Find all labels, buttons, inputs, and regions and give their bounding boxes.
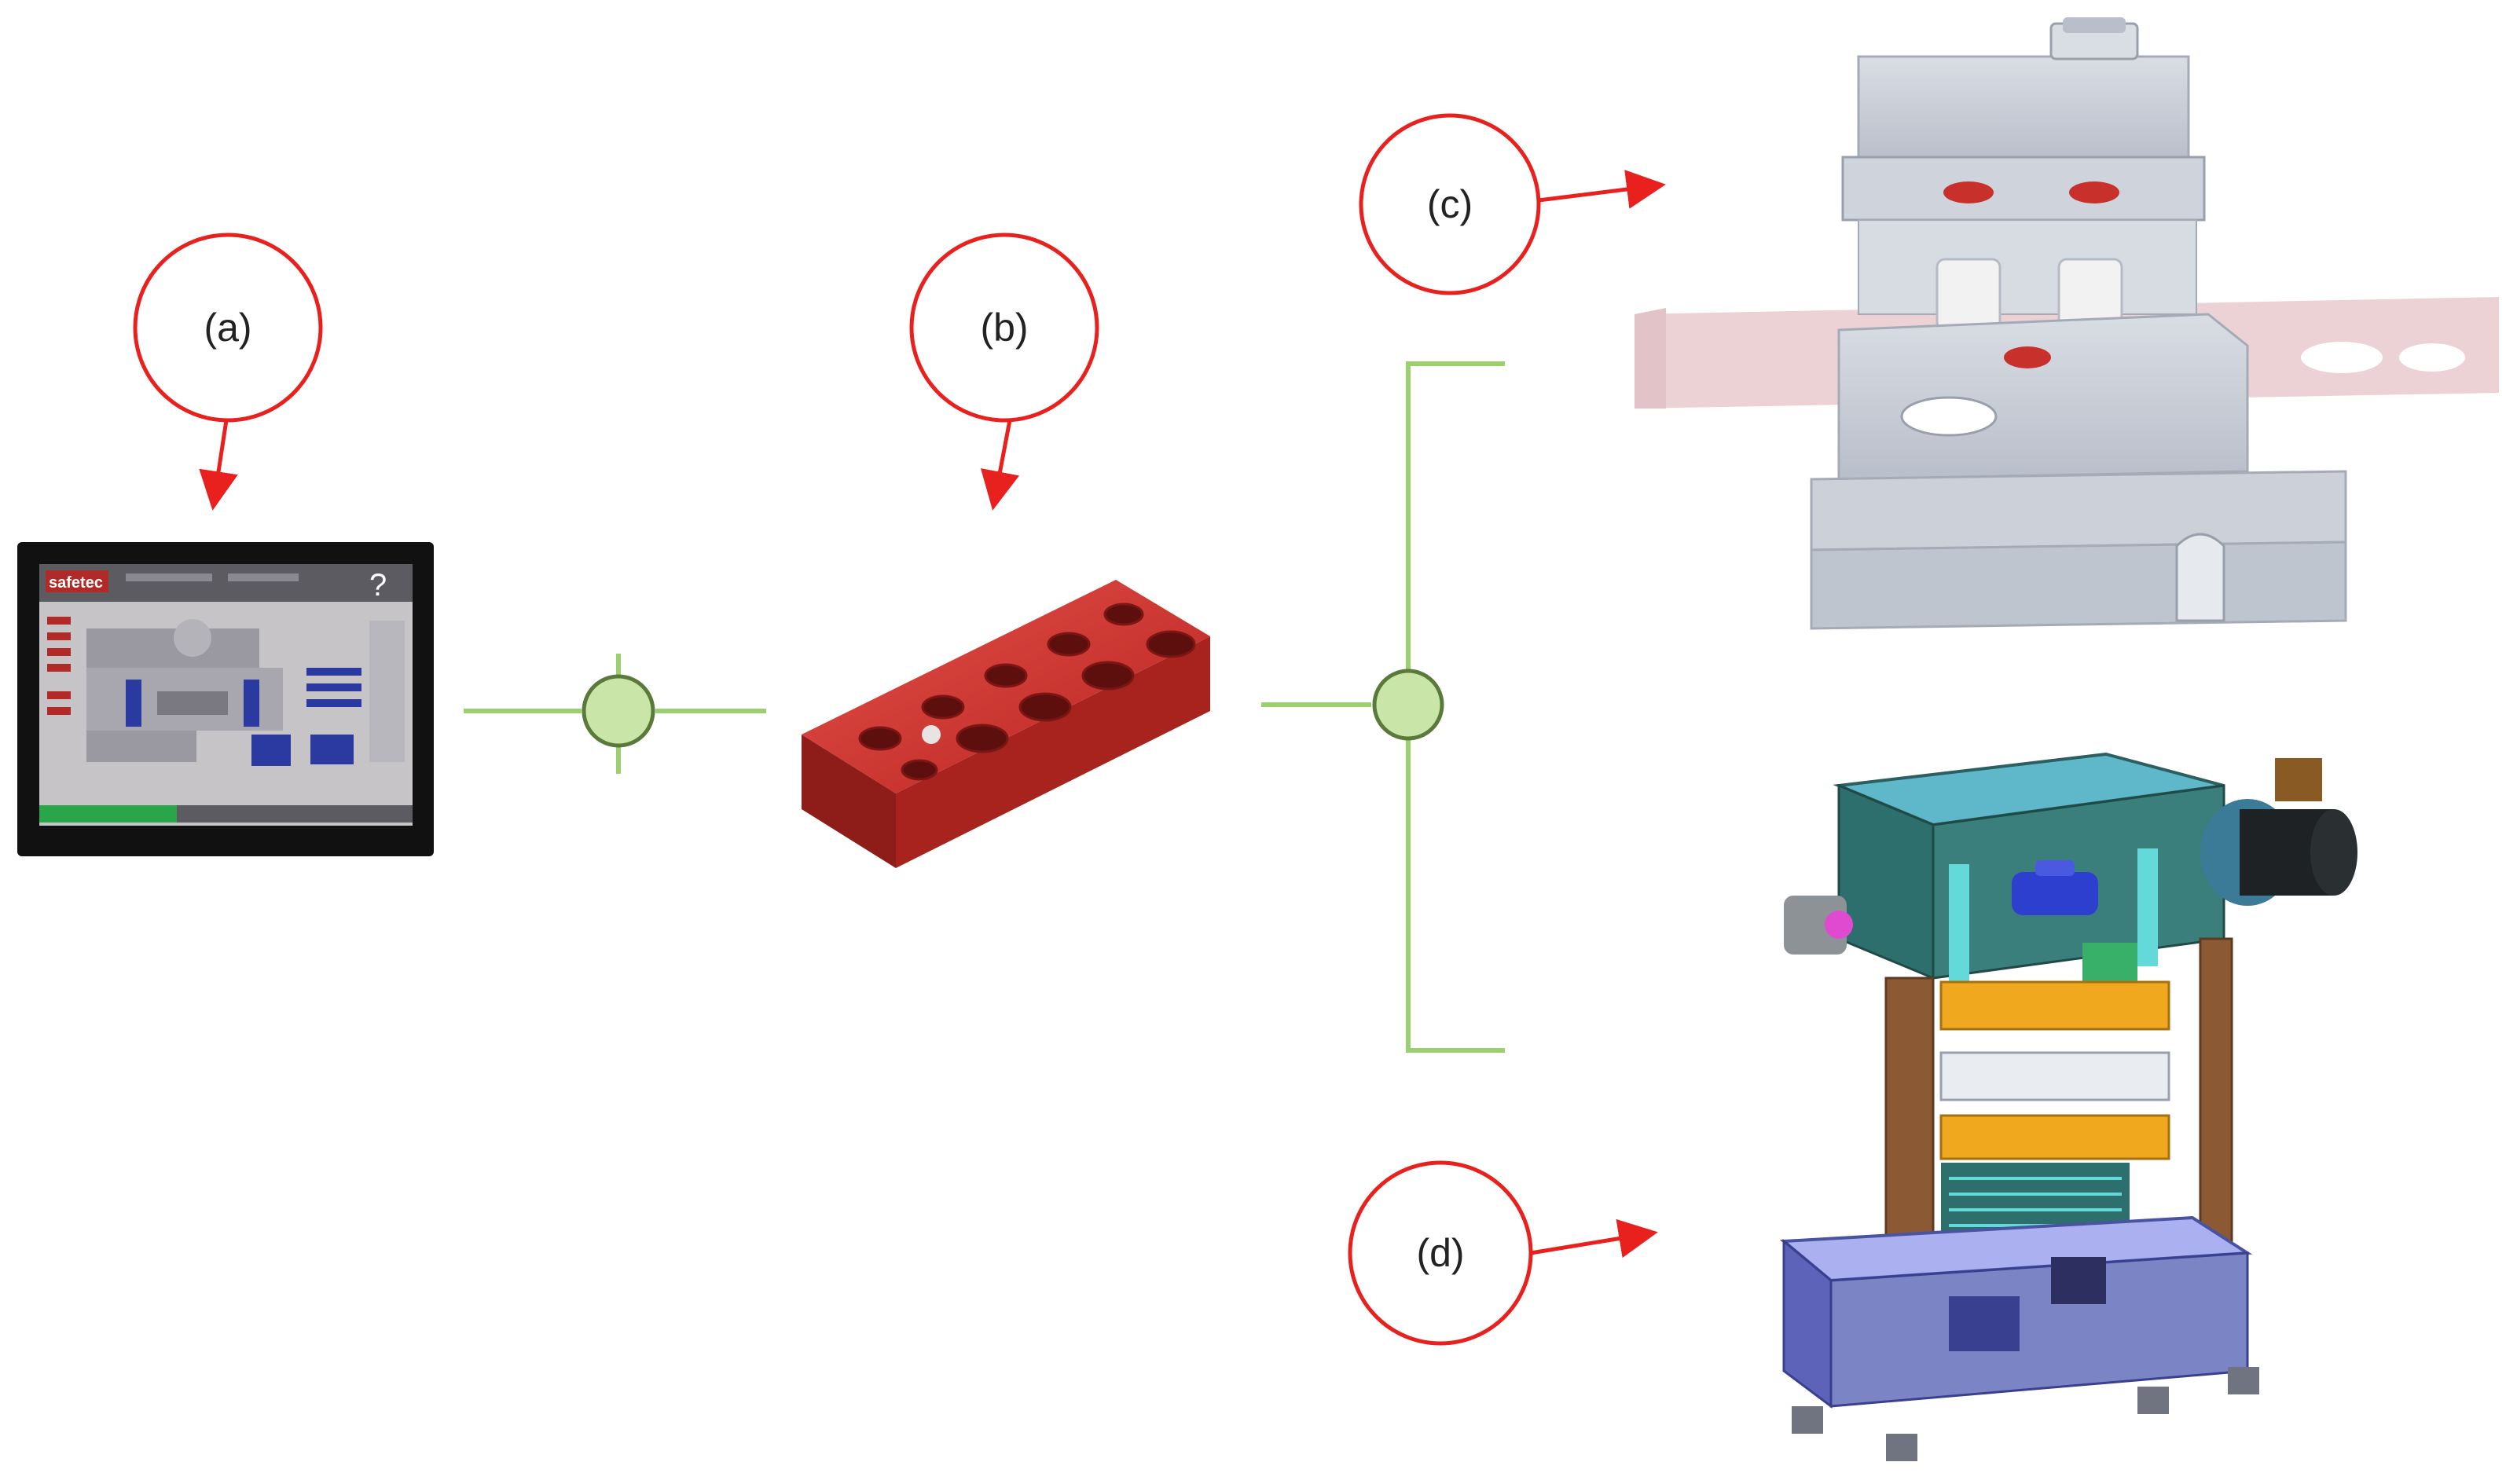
die-assembly-icon xyxy=(1635,17,2499,630)
callout-d-arrow xyxy=(1530,1218,1658,1259)
callout-a-arrow xyxy=(199,420,238,511)
network-node-1 xyxy=(582,674,655,748)
callout-b-label: (b) xyxy=(980,306,1028,350)
callout-d-label: (d) xyxy=(1416,1231,1464,1275)
network-node-2 xyxy=(1372,669,1444,741)
svg-text:?: ? xyxy=(369,568,387,603)
callout-d: (d) xyxy=(1348,1160,1658,1346)
callout-b: (b) xyxy=(909,233,1099,511)
hmi-logo: safetec xyxy=(49,574,103,592)
callout-b-arrow xyxy=(980,420,1020,511)
callout-c: (c) xyxy=(1359,113,1666,295)
io-module-icon xyxy=(802,580,1210,868)
hmi-touch-panel-icon: safetec ? xyxy=(17,542,434,856)
callout-c-arrow xyxy=(1538,170,1666,209)
callout-a: (a) xyxy=(133,233,323,511)
callout-a-label: (a) xyxy=(204,306,251,350)
callout-c-label: (c) xyxy=(1427,182,1473,226)
press-machine-icon xyxy=(1779,752,2357,1461)
